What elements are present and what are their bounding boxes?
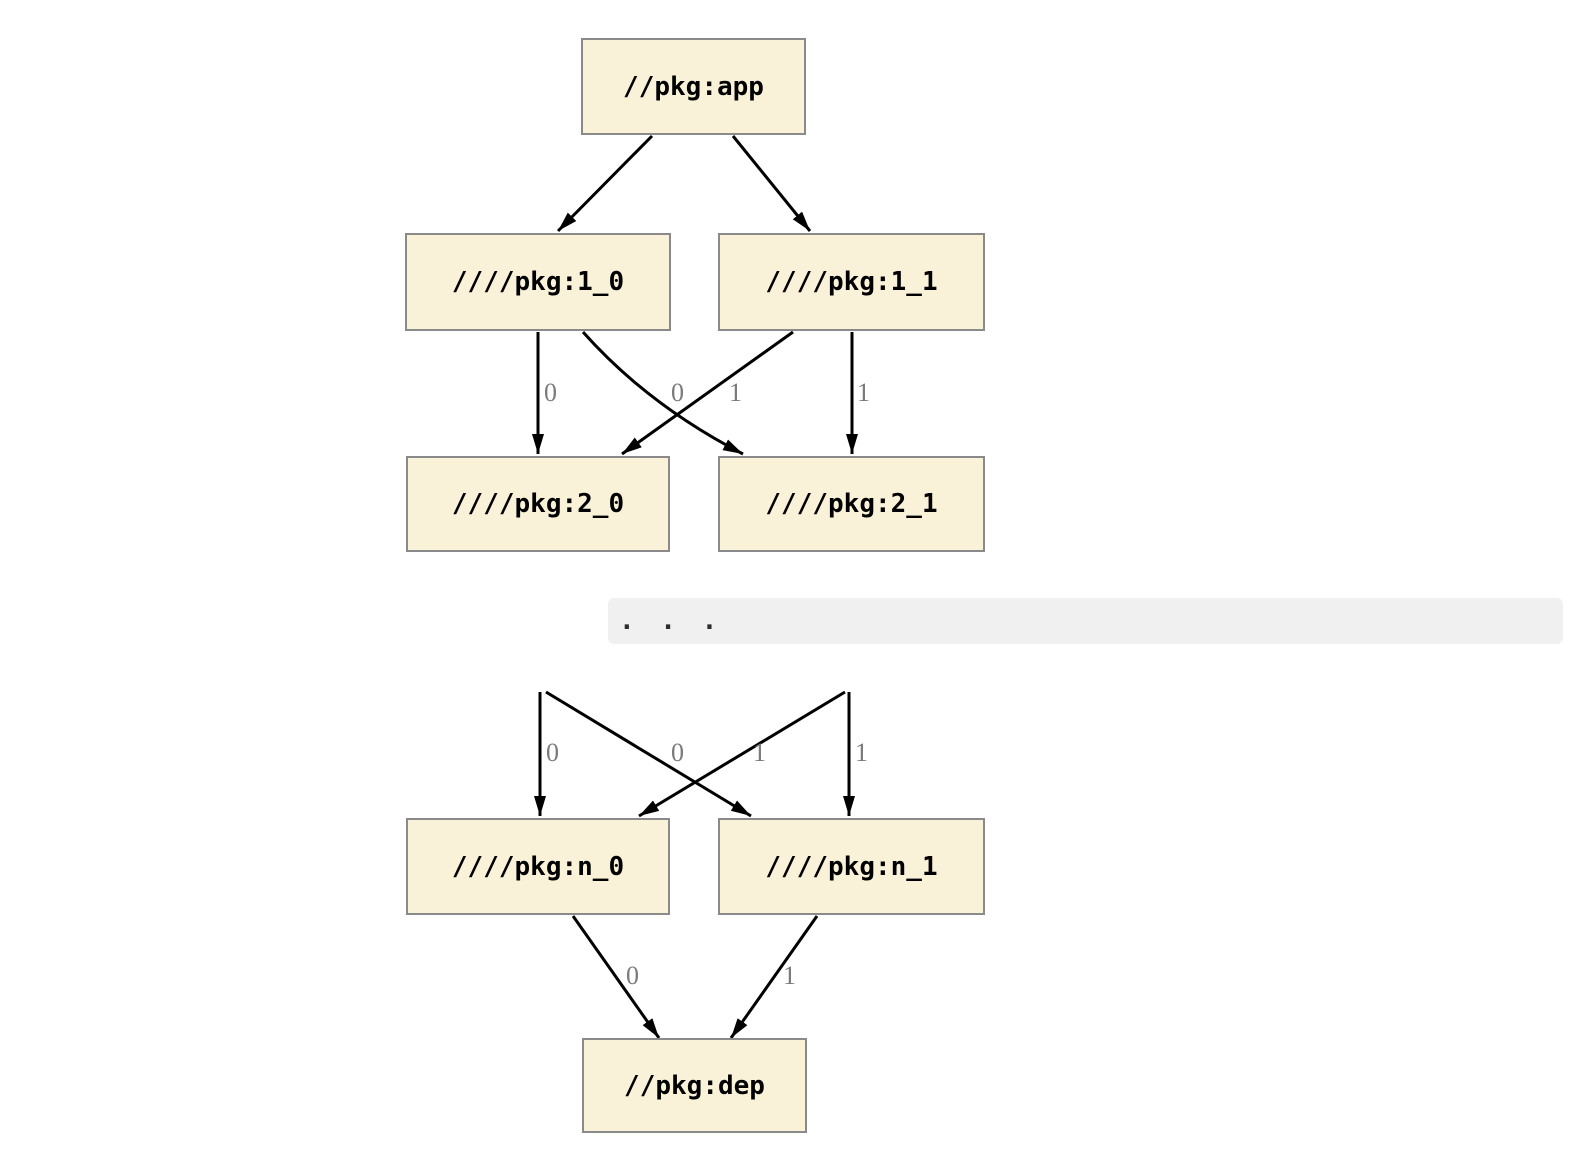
node-pkg-2_0: ////pkg:2_0 xyxy=(406,456,670,552)
node-label: ////pkg:2_0 xyxy=(451,489,625,519)
node-pkg-2_1: ////pkg:2_1 xyxy=(718,456,985,552)
edge-label: 1 xyxy=(855,738,868,767)
edge-label: 0 xyxy=(626,961,639,990)
edge-n_1-to-dep xyxy=(729,915,819,1039)
edge-prev0-to-n_1 xyxy=(545,690,752,818)
edge-label: 0 xyxy=(671,738,684,767)
edge-n_0-to-dep xyxy=(571,915,661,1039)
edge-label: 0 xyxy=(546,738,559,767)
node-pkg-dep: //pkg:dep xyxy=(582,1038,807,1133)
edge-label: 0 xyxy=(671,378,684,407)
ellipsis-band: . . . xyxy=(608,598,1563,644)
node-label: ////pkg:n_0 xyxy=(451,851,625,882)
edge-app-to-1_0 xyxy=(556,134,654,233)
edge-prev1-to-n_0 xyxy=(638,690,846,818)
edge-label: 0 xyxy=(544,378,557,407)
node-pkg-app: //pkg:app xyxy=(581,38,806,135)
edge-label: 1 xyxy=(753,738,766,767)
node-label: ////pkg:2_1 xyxy=(765,489,938,519)
node-pkg-n_0: ////pkg:n_0 xyxy=(406,818,670,915)
edge-1_0-to-2_1 xyxy=(581,331,744,456)
edge-label: 1 xyxy=(783,961,796,990)
node-label: //pkg:app xyxy=(623,71,764,102)
node-pkg-n_1: ////pkg:n_1 xyxy=(718,818,985,915)
node-label: ////pkg:1_0 xyxy=(451,267,625,297)
edge-app-to-1_1 xyxy=(731,135,812,232)
edge-label: 1 xyxy=(857,378,870,407)
edge-label: 1 xyxy=(729,378,742,407)
node-label: //pkg:dep xyxy=(624,1070,765,1101)
node-label: ////pkg:1_1 xyxy=(765,267,938,297)
node-pkg-1_0: ////pkg:1_0 xyxy=(405,233,671,331)
ellipsis-dots: . . . xyxy=(619,606,723,636)
node-label: ////pkg:n_1 xyxy=(765,851,938,882)
edge-1_1-to-2_0 xyxy=(621,330,794,456)
node-pkg-1_1: ////pkg:1_1 xyxy=(718,233,985,331)
